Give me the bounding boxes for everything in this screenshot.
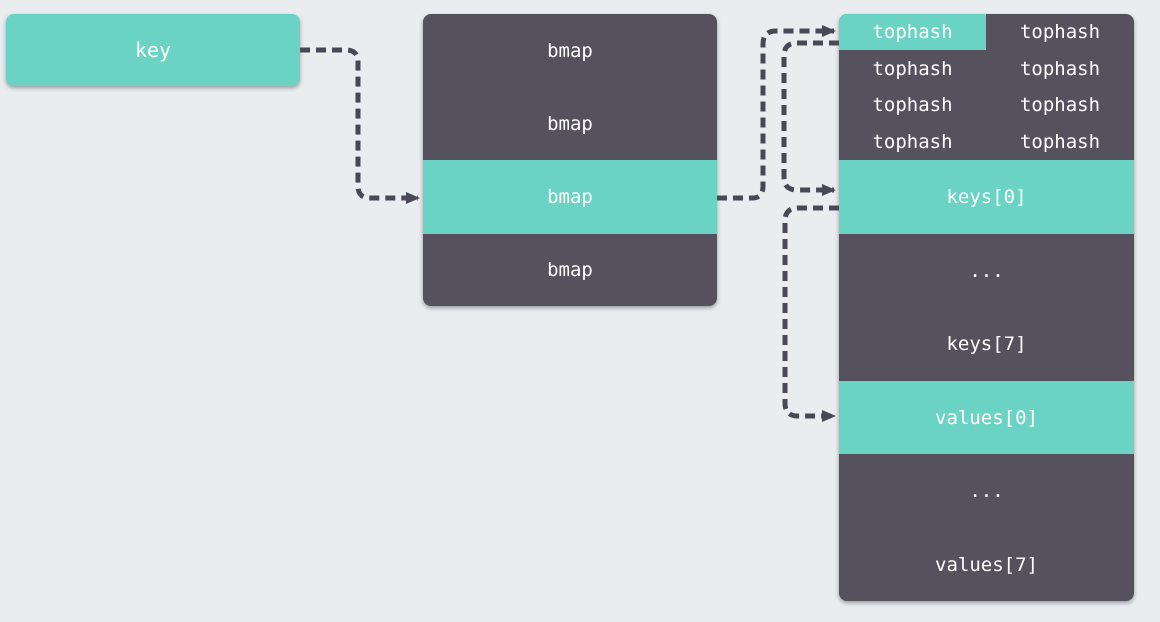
value-slot-ellipsis: ... [839,454,1134,528]
arrow-key-to-value [782,205,839,422]
arrow-tophash-to-key [781,40,839,196]
bucket-label-0: bmap [547,39,593,62]
bucket-cell-selected: bmap [423,160,717,234]
key-box: key [6,14,300,86]
tophash-cell: tophash [839,87,986,123]
tophash-cell: tophash [986,87,1134,123]
arrow-bucket-to-tophash [717,25,836,201]
tophash-label-2: tophash [872,57,953,80]
bucket-cell-3: bmap [423,234,717,306]
value-slot-7: values[7] [839,528,1134,601]
bucket-label-2: bmap [547,186,593,208]
tophash-label-7: tophash [1019,130,1101,153]
bmap-structure: tophash tophash tophash tophash tophash … [839,14,1134,601]
tophash-cell-selected: tophash [839,14,986,50]
tophash-label-6: tophash [872,130,953,153]
tophash-cell: tophash [839,123,986,160]
tophash-cell: tophash [839,50,986,87]
tophash-label-1: tophash [1019,21,1101,43]
key-slot-7: keys[7] [839,307,1134,381]
slot-label-2: keys[7] [946,333,1027,355]
tophash-label-4: tophash [872,94,953,116]
bucket-cell-1: bmap [423,87,717,160]
tophash-cell: tophash [986,14,1134,50]
tophash-cell: tophash [986,123,1134,160]
value-slot-0: values[0] [839,381,1134,454]
bucket-cell-0: bmap [423,14,717,87]
key-slot-0: keys[0] [839,160,1134,234]
key-label: key [134,38,172,62]
tophash-label-0: tophash [872,21,953,43]
bucket-label-1: bmap [547,112,593,135]
slot-label-0: keys[0] [946,186,1027,208]
slot-label-1: ... [969,259,1004,282]
tophash-cell: tophash [986,50,1134,87]
tophash-label-5: tophash [1019,94,1101,116]
tophash-label-3: tophash [1019,57,1101,80]
bucket-label-3: bmap [547,259,593,281]
slot-label-5: values[7] [935,553,1038,576]
arrow-key-to-bucket [300,47,420,204]
key-slot-ellipsis: ... [839,234,1134,307]
slot-label-3: values[0] [935,406,1038,429]
slot-label-4: ... [969,480,1004,502]
bucket-array: bmap bmap bmap bmap [423,14,717,306]
